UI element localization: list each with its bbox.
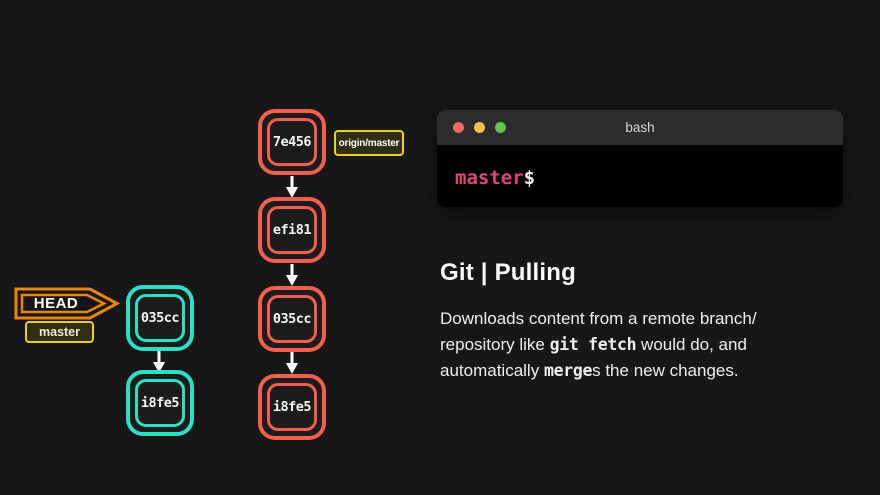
commit-node-inner: 035cc	[267, 295, 317, 343]
text-segment: would do, and	[636, 335, 747, 354]
arrow-down-icon	[153, 351, 165, 373]
arrow-down-icon	[286, 176, 298, 198]
commit-node-inner: 7e456	[267, 118, 317, 166]
commit-id: i8fe5	[272, 399, 312, 415]
commit-node-remote-7e456: 7e456	[258, 109, 326, 175]
description-paragraph: Downloads content from a remote branch/ …	[440, 306, 757, 384]
section-heading: Git | Pulling	[440, 259, 576, 286]
text-segment: automatically	[440, 361, 544, 380]
commit-node-inner: i8fe5	[267, 383, 317, 431]
commit-node-local-i8fe5: i8fe5	[126, 370, 194, 436]
close-button[interactable]	[453, 122, 464, 133]
paragraph-line: automatically merges the new changes.	[440, 358, 757, 384]
commit-node-remote-i8fe5: i8fe5	[258, 374, 326, 440]
head-arrow-icon	[14, 287, 120, 320]
terminal-titlebar: bash	[437, 110, 843, 145]
commit-id: 7e456	[272, 134, 312, 150]
commit-id: efi81	[272, 222, 312, 238]
branch-label-master: master	[25, 321, 94, 343]
minimize-button[interactable]	[474, 122, 485, 133]
terminal-title: bash	[625, 120, 655, 135]
inline-code: merge	[543, 361, 593, 380]
paragraph-line: repository like git fetch would do, and	[440, 332, 757, 358]
paragraph-line: Downloads content from a remote branch/	[440, 306, 757, 332]
text-segment: repository like	[440, 335, 550, 354]
window-controls	[453, 122, 506, 133]
commit-node-local-035cc: 035cc	[126, 285, 194, 351]
arrow-down-icon	[286, 352, 298, 374]
terminal-body[interactable]: master$	[437, 145, 843, 207]
commit-id: i8fe5	[140, 395, 180, 411]
commit-node-inner: efi81	[267, 206, 317, 254]
prompt-branch: master	[455, 167, 524, 189]
commit-node-remote-035cc: 035cc	[258, 286, 326, 352]
inline-code: git fetch	[549, 335, 637, 354]
zoom-button[interactable]	[495, 122, 506, 133]
commit-node-inner: i8fe5	[135, 379, 185, 427]
commit-id: 035cc	[140, 310, 180, 326]
commit-id: 035cc	[272, 311, 312, 327]
commit-node-remote-efi81: efi81	[258, 197, 326, 263]
text-segment: s the new changes.	[592, 361, 739, 380]
prompt-symbol: $	[523, 167, 536, 189]
head-label: HEAD	[33, 295, 79, 312]
text-segment: Downloads content from a remote branch/	[440, 309, 757, 328]
arrow-down-icon	[286, 264, 298, 286]
head-pointer: HEAD	[14, 287, 120, 320]
commit-node-inner: 035cc	[135, 294, 185, 342]
branch-label-origin-master: origin/master	[334, 130, 404, 156]
terminal-window: bash master$	[437, 110, 843, 207]
